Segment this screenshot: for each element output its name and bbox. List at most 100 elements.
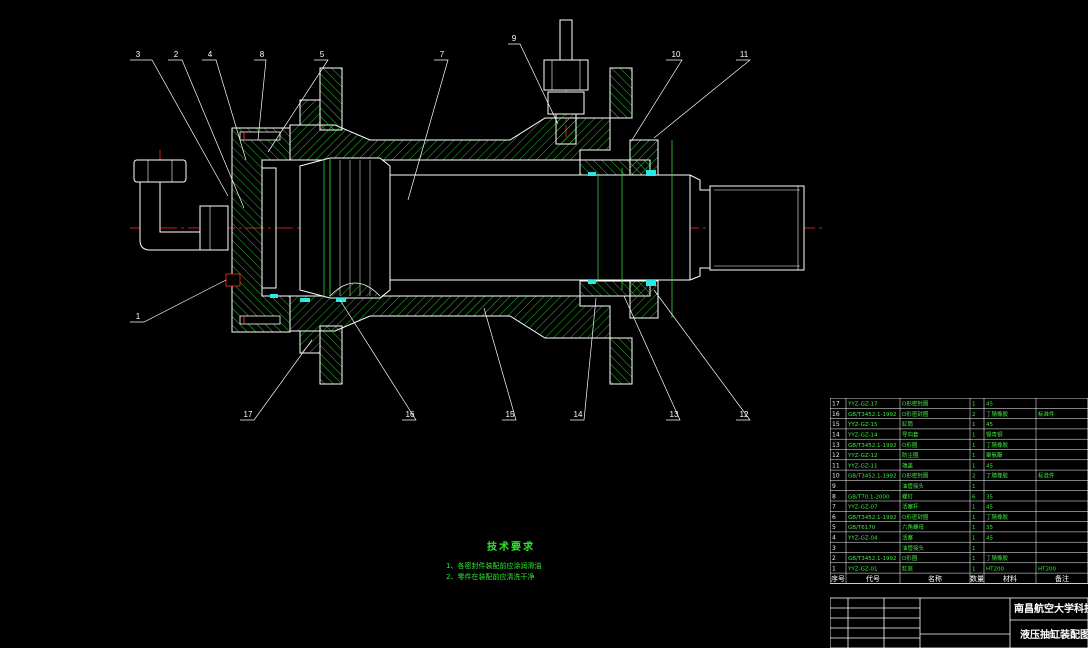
balloon-13: 13 <box>670 410 679 419</box>
parts-cell-name: 活塞杆 <box>902 503 919 511</box>
parts-cell-name: 六角螺母 <box>902 523 925 531</box>
parts-cell-code: GB/T70.1-2000 <box>848 494 890 500</box>
parts-cell-code: GB/T3452.1-1992 <box>848 474 896 480</box>
piston <box>299 157 391 299</box>
parts-cell-mat: 45 <box>986 422 993 428</box>
parts-cell-qty: 2 <box>972 474 976 480</box>
parts-cell-code: YYZ-GZ-15 <box>847 422 878 428</box>
parts-cell-name: O形圈 <box>902 441 918 449</box>
parts-header-cell: 名称 <box>928 574 942 583</box>
parts-cell-qty: 1 <box>972 402 976 408</box>
parts-cell-no: 16 <box>832 411 840 418</box>
parts-cell-qty: 1 <box>972 556 976 562</box>
oil-port-fitting-top <box>543 19 589 145</box>
drawing-title: 液压抽缸装配图 <box>1020 628 1088 641</box>
parts-cell-name: 端盖 <box>902 461 914 469</box>
parts-cell-no: 17 <box>832 401 840 408</box>
title-frame <box>830 597 1088 648</box>
balloon-3: 3 <box>136 50 141 59</box>
parts-cell-qty: 1 <box>972 443 976 449</box>
parts-cell-qty: 6 <box>972 494 976 500</box>
parts-cell-mat: 45 <box>986 463 993 469</box>
parts-cell-code: GB/T3452.1-1992 <box>848 515 896 521</box>
parts-cell-no: 11 <box>832 462 840 469</box>
parts-cell-name: 油管接头 <box>902 482 925 490</box>
parts-cell-no: 10 <box>832 473 840 480</box>
balloon-17: 17 <box>244 410 253 419</box>
balloon-14: 14 <box>574 410 583 419</box>
parts-header-cell: 数量 <box>970 574 984 583</box>
parts-header-cell: 材料 <box>1003 574 1017 583</box>
parts-cell-no: 8 <box>832 493 836 500</box>
leader-lines <box>130 43 751 421</box>
parts-cell-mat: 丁腈橡胶 <box>986 441 1009 449</box>
parts-cell-mat: 锡青铜 <box>986 431 1003 439</box>
parts-cell-name: O形密封圈 <box>902 400 929 408</box>
parts-cell-code: GB/T6170 <box>848 525 876 531</box>
parts-header-cell: 备注 <box>1055 574 1069 583</box>
parts-cell-name: 导向套 <box>902 431 919 439</box>
parts-cell-code: GB/T3452.1-1992 <box>848 412 896 418</box>
parts-cell-name: 防尘圈 <box>902 451 919 459</box>
parts-cell-mat: 35 <box>986 494 993 500</box>
balloon-9: 9 <box>512 34 517 43</box>
parts-cell-no: 4 <box>832 535 836 542</box>
parts-header-cell: 序号 <box>831 574 845 583</box>
parts-cell-qty: 1 <box>972 453 976 459</box>
parts-cell-note: 标准件 <box>1038 410 1055 418</box>
parts-cell-mat: 聚氨酯 <box>986 451 1003 459</box>
dimension-lines <box>323 140 673 318</box>
parts-cell-mat: 45 <box>986 536 993 542</box>
balloon-5: 5 <box>320 50 325 59</box>
parts-cell-qty: 1 <box>972 433 976 439</box>
parts-cell-name: O形密封圈 <box>902 410 929 418</box>
parts-header-cell: 代号 <box>866 574 880 583</box>
parts-cell-no: 15 <box>832 421 840 428</box>
parts-cell-code: YYZ-GZ-07 <box>847 505 878 511</box>
parts-cell-qty: 1 <box>972 515 976 521</box>
parts-cell-no: 6 <box>832 514 836 521</box>
parts-cell-mat: 丁腈橡胶 <box>986 554 1009 562</box>
parts-cell-qty: 1 <box>972 505 976 511</box>
parts-cell-name: 缸底 <box>902 564 914 572</box>
balloon-7: 7 <box>440 50 445 59</box>
balloon-4: 4 <box>208 50 213 59</box>
parts-cell-code: YYZ-GZ-12 <box>847 453 878 459</box>
balloon-12: 12 <box>740 410 749 419</box>
tech-note-1: 1、各密封件装配前应涂润滑油 <box>446 562 542 570</box>
piston-rod <box>389 174 805 281</box>
parts-cell-no: 5 <box>832 524 836 531</box>
parts-cell-no: 9 <box>832 483 836 490</box>
parts-cell-code: YYZ-GZ-14 <box>847 433 878 439</box>
parts-cell-mat: 丁腈橡胶 <box>986 410 1009 418</box>
balloon-16: 16 <box>406 410 415 419</box>
parts-cell-name: O形密封圈 <box>902 513 929 521</box>
parts-cell-name: 螺钉 <box>902 492 914 500</box>
parts-cell-mat: 丁腈橡胶 <box>986 513 1009 521</box>
cylinder-barrel <box>289 67 633 385</box>
parts-cell-code: YYZ-GZ-04 <box>847 536 878 542</box>
parts-cell-no: 2 <box>832 555 836 562</box>
balloon-11: 11 <box>740 50 749 59</box>
parts-cell-qty: 2 <box>972 412 976 418</box>
parts-cell-code: GB/T3452.1-1992 <box>848 556 896 562</box>
parts-cell-note: HT200 <box>1038 566 1056 572</box>
tech-requirements-title: 技术要求 <box>487 542 535 553</box>
parts-cell-name: O形密封圈 <box>902 472 929 480</box>
parts-cell-no: 14 <box>832 432 840 439</box>
parts-cell-note: 标准件 <box>1038 472 1055 480</box>
parts-cell-code: YYZ-GZ-11 <box>847 463 878 469</box>
parts-cell-name: O形圈 <box>902 554 918 562</box>
elbow-fitting-left <box>133 159 229 251</box>
parts-cell-no: 1 <box>832 565 836 572</box>
parts-cell-mat: 丁腈橡胶 <box>986 472 1009 480</box>
balloon-8: 8 <box>260 50 265 59</box>
tech-note-2: 2、零件在装配前应清洗干净 <box>446 573 535 581</box>
parts-cell-no: 13 <box>832 442 840 449</box>
parts-cell-qty: 1 <box>972 566 976 572</box>
parts-cell-code: YYZ-GZ-17 <box>847 402 878 408</box>
parts-cell-qty: 1 <box>972 525 976 531</box>
